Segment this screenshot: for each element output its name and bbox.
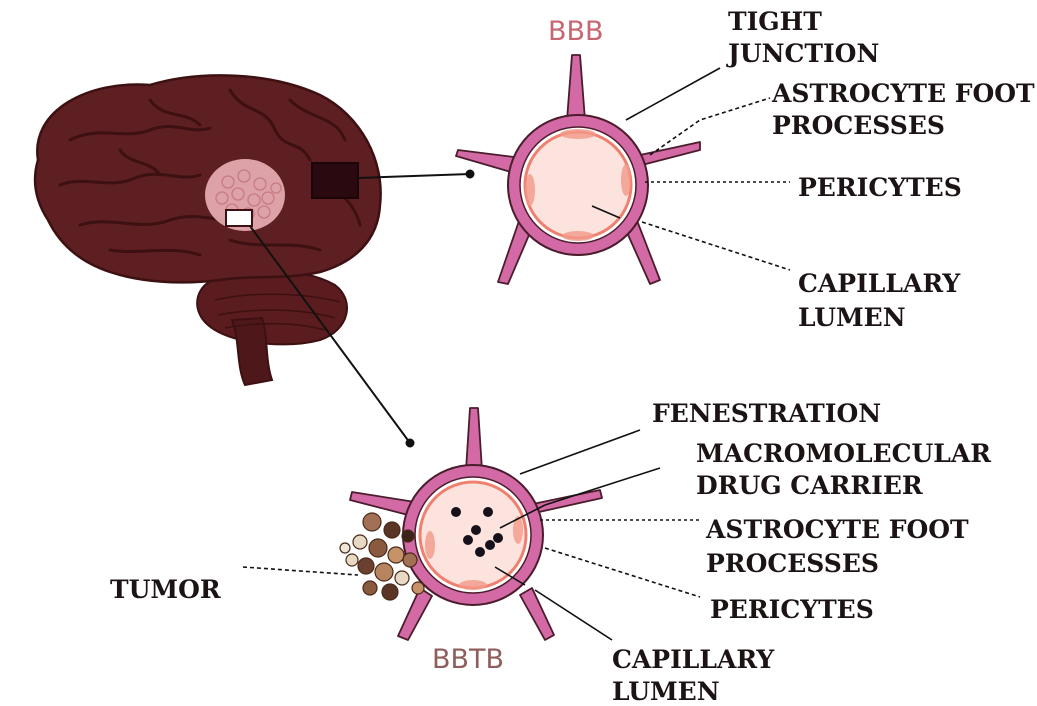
label-bbtb-pericytes: PERICYTES — [710, 595, 874, 624]
label-macromolecular-2: DRUG CARRIER — [696, 471, 923, 500]
bbtb-capillary — [340, 408, 602, 640]
bbtb-labels: FENESTRATION MACROMOLECULAR DRUG CARRIER… — [110, 399, 991, 706]
label-astrocyte-foot-1: ASTROCYTE FOOT — [771, 79, 1035, 108]
bbb-capillary — [456, 55, 700, 284]
bbb-selection-box — [312, 163, 358, 198]
label-tumor: TUMOR — [110, 575, 221, 604]
label-bbtb-astrocyte-foot-2: PROCESSES — [706, 549, 879, 578]
label-astrocyte-foot-2: PROCESSES — [772, 111, 945, 140]
label-capillary-lumen-2: LUMEN — [798, 303, 906, 332]
brain-illustration — [35, 75, 381, 385]
label-capillary-lumen-1: CAPILLARY — [798, 269, 961, 298]
bbtb-lumen — [420, 482, 526, 588]
label-pericytes: PERICYTES — [798, 173, 962, 202]
label-tight-junction-1: TIGHT — [728, 7, 822, 36]
bbb-title: BBB — [548, 16, 604, 47]
label-macromolecular-1: MACROMOLECULAR — [696, 439, 991, 468]
bbb-lumen — [525, 132, 631, 238]
label-bbtb-astrocyte-foot-1: ASTROCYTE FOOT — [705, 515, 969, 544]
label-bbtb-capillary-lumen-2: LUMEN — [612, 677, 720, 706]
bbtb-title: BBTB — [432, 644, 504, 675]
label-bbtb-capillary-lumen-1: CAPILLARY — [612, 645, 775, 674]
bbb-labels: TIGHT JUNCTION ASTROCYTE FOOT PROCESSES … — [726, 7, 1035, 332]
label-tight-junction-2: JUNCTION — [726, 39, 879, 68]
tumor-selection-box — [226, 210, 252, 226]
label-fenestration: FENESTRATION — [652, 399, 881, 428]
